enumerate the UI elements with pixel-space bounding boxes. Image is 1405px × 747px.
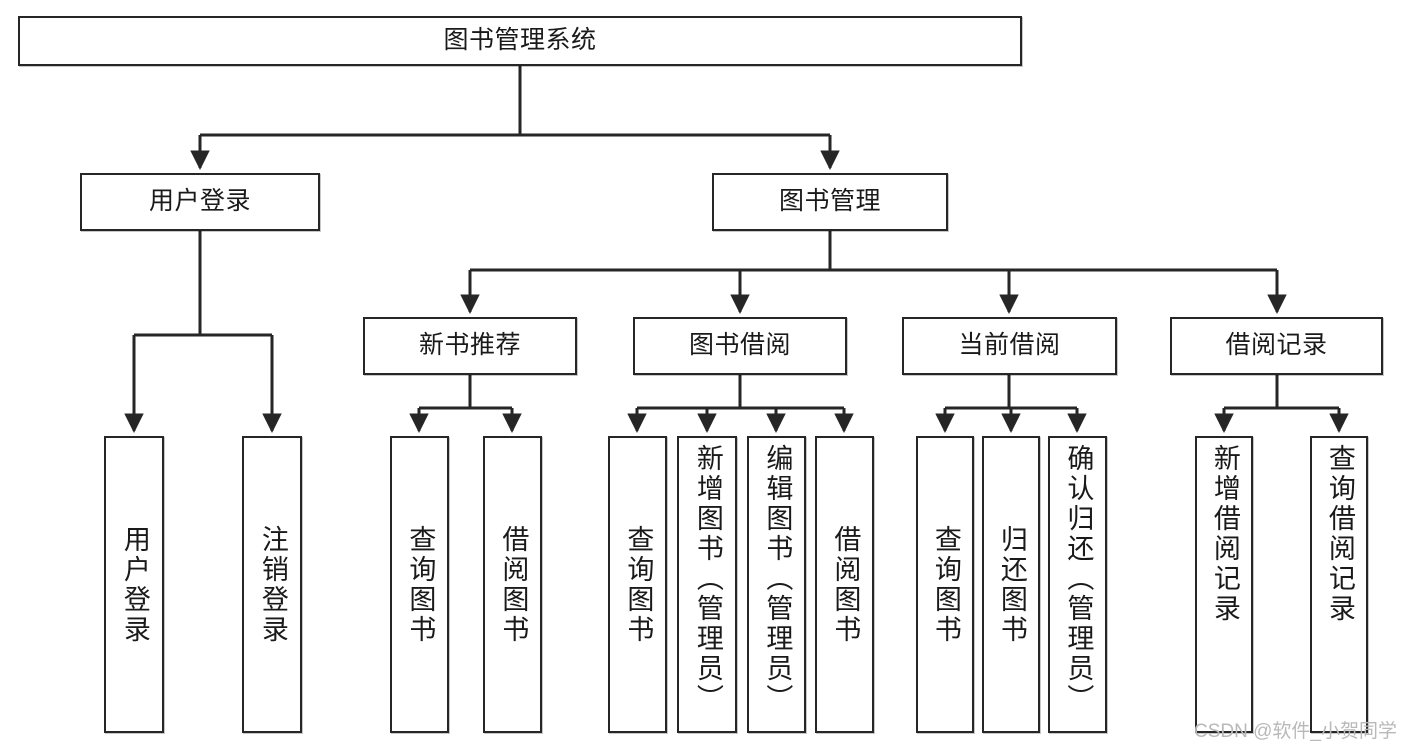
book-borrow-connectors bbox=[627, 375, 854, 433]
node-borrow-record-label: 借阅记录 bbox=[1225, 331, 1328, 360]
node-current-borrow[interactable]: 当前借阅 bbox=[902, 317, 1117, 375]
node-leaf-query-borrow-record-label: 查询借阅记录 bbox=[1324, 444, 1355, 624]
user-login-connectors bbox=[124, 231, 282, 433]
book-management-connectors bbox=[460, 231, 1287, 314]
root-connectors bbox=[190, 66, 840, 170]
node-leaf-return-book[interactable]: 归还图书 bbox=[982, 436, 1040, 733]
node-leaf-confirm-return-admin[interactable]: 确认归还（管理员） bbox=[1048, 436, 1107, 733]
node-leaf-add-book-admin[interactable]: 新增图书（管理员） bbox=[677, 436, 737, 733]
node-book-management[interactable]: 图书管理 bbox=[712, 173, 948, 231]
node-new-book-recommend-label: 新书推荐 bbox=[418, 331, 521, 360]
node-borrow-record[interactable]: 借阅记录 bbox=[1170, 317, 1383, 375]
node-leaf-user-login[interactable]: 用户登录 bbox=[104, 436, 164, 733]
node-leaf-query-book-new-label: 查询图书 bbox=[405, 524, 436, 645]
node-book-borrow-label: 图书借阅 bbox=[688, 331, 791, 360]
node-leaf-edit-book-admin-label: 编辑图书（管理员） bbox=[762, 444, 793, 714]
node-leaf-query-book-current[interactable]: 查询图书 bbox=[916, 436, 974, 733]
node-leaf-return-book-label: 归还图书 bbox=[996, 524, 1027, 645]
node-leaf-borrow-book[interactable]: 借阅图书 bbox=[815, 436, 874, 733]
node-leaf-borrow-book-new-label: 借阅图书 bbox=[498, 524, 529, 645]
borrow-record-connectors bbox=[1214, 375, 1349, 433]
node-leaf-add-borrow-record-label: 新增借阅记录 bbox=[1209, 444, 1240, 624]
node-leaf-logout-label: 注销登录 bbox=[257, 524, 288, 645]
node-leaf-borrow-book-new[interactable]: 借阅图书 bbox=[483, 436, 542, 733]
node-leaf-edit-book-admin[interactable]: 编辑图书（管理员） bbox=[747, 436, 806, 733]
node-root[interactable]: 图书管理系统 bbox=[18, 16, 1022, 66]
node-leaf-add-borrow-record[interactable]: 新增借阅记录 bbox=[1195, 436, 1253, 733]
node-leaf-user-login-label: 用户登录 bbox=[119, 524, 150, 645]
node-leaf-confirm-return-admin-label: 确认归还（管理员） bbox=[1063, 444, 1094, 714]
node-leaf-query-book-borrow[interactable]: 查询图书 bbox=[608, 436, 667, 733]
node-leaf-add-book-admin-label: 新增图书（管理员） bbox=[692, 444, 723, 714]
node-book-management-label: 图书管理 bbox=[778, 187, 881, 216]
new-book-connectors bbox=[409, 375, 522, 433]
node-new-book-recommend[interactable]: 新书推荐 bbox=[363, 317, 577, 375]
node-leaf-logout[interactable]: 注销登录 bbox=[242, 436, 302, 733]
current-borrow-connectors bbox=[935, 375, 1087, 433]
node-leaf-query-borrow-record[interactable]: 查询借阅记录 bbox=[1310, 436, 1368, 733]
node-leaf-query-book-borrow-label: 查询图书 bbox=[623, 524, 654, 645]
node-root-label: 图书管理系统 bbox=[443, 26, 597, 55]
node-user-login-label: 用户登录 bbox=[148, 187, 251, 216]
node-leaf-borrow-book-label: 借阅图书 bbox=[830, 524, 861, 645]
node-book-borrow[interactable]: 图书借阅 bbox=[633, 317, 847, 375]
node-leaf-query-book-new[interactable]: 查询图书 bbox=[390, 436, 449, 733]
node-user-login[interactable]: 用户登录 bbox=[80, 173, 320, 231]
node-current-borrow-label: 当前借阅 bbox=[958, 331, 1061, 360]
node-leaf-query-book-current-label: 查询图书 bbox=[930, 524, 961, 645]
